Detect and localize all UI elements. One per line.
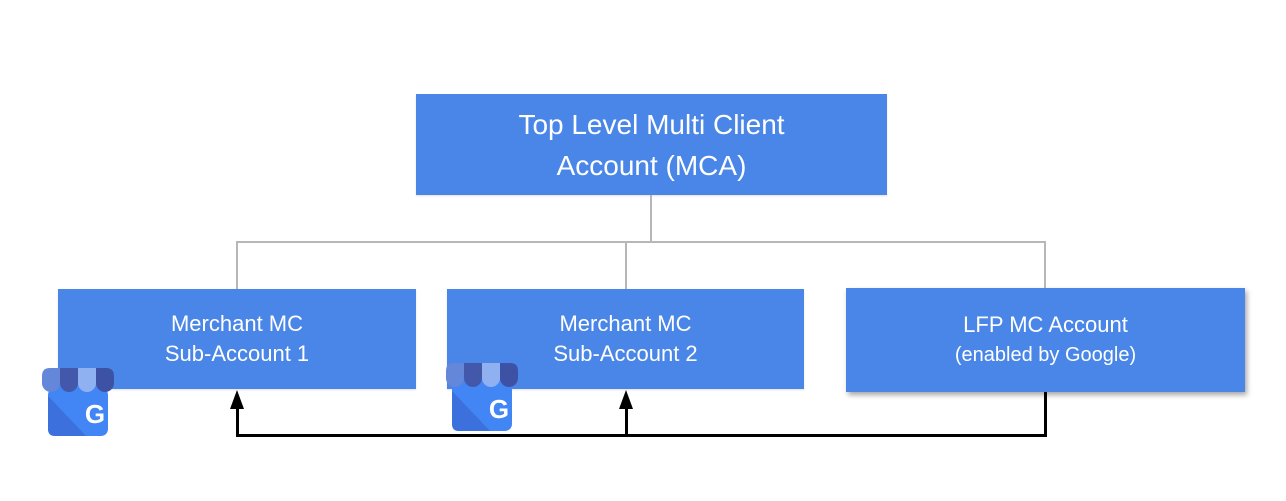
node-merchant-sub-account-1: Merchant MC Sub-Account 1 — [58, 289, 416, 389]
google-g-letter: G — [489, 394, 509, 424]
tree-connector-horizontal — [236, 241, 1046, 243]
tree-connector-drop-sub1 — [236, 243, 238, 289]
node-merchant-sub-account-1-line2: Sub-Account 1 — [164, 341, 310, 366]
node-top-level-mca: Top Level Multi Client Account (MCA) — [416, 94, 887, 195]
tree-connector-root-stem — [650, 195, 652, 242]
google-business-profile-icon: G — [446, 363, 518, 431]
node-lfp-mc-account-line1: LFP MC Account — [963, 312, 1128, 337]
tree-connector-drop-lfp — [1044, 243, 1046, 288]
flow-connector-lfp-down — [1044, 392, 1047, 437]
flow-connector-horizontal — [236, 434, 1047, 437]
arrowhead-to-sub1-icon — [230, 390, 244, 409]
arrowhead-to-sub2-icon — [619, 390, 633, 409]
flow-connector-shaft-sub1 — [236, 407, 239, 436]
node-lfp-mc-account: LFP MC Account (enabled by Google) — [846, 288, 1245, 392]
node-top-level-mca-line2: Account (MCA) — [556, 149, 747, 181]
flow-connector-shaft-sub2 — [625, 407, 628, 436]
node-merchant-sub-account-2-line1: Merchant MC — [559, 311, 692, 336]
node-merchant-sub-account-2-line2: Sub-Account 2 — [553, 341, 698, 366]
node-top-level-mca-line1: Top Level Multi Client — [518, 108, 785, 140]
node-lfp-mc-account-line2: (enabled by Google) — [954, 344, 1137, 366]
node-merchant-sub-account-1-line1: Merchant MC — [170, 311, 304, 336]
google-g-letter: G — [85, 399, 105, 429]
google-business-profile-icon: G — [42, 368, 114, 436]
tree-connector-drop-sub2 — [625, 243, 627, 289]
